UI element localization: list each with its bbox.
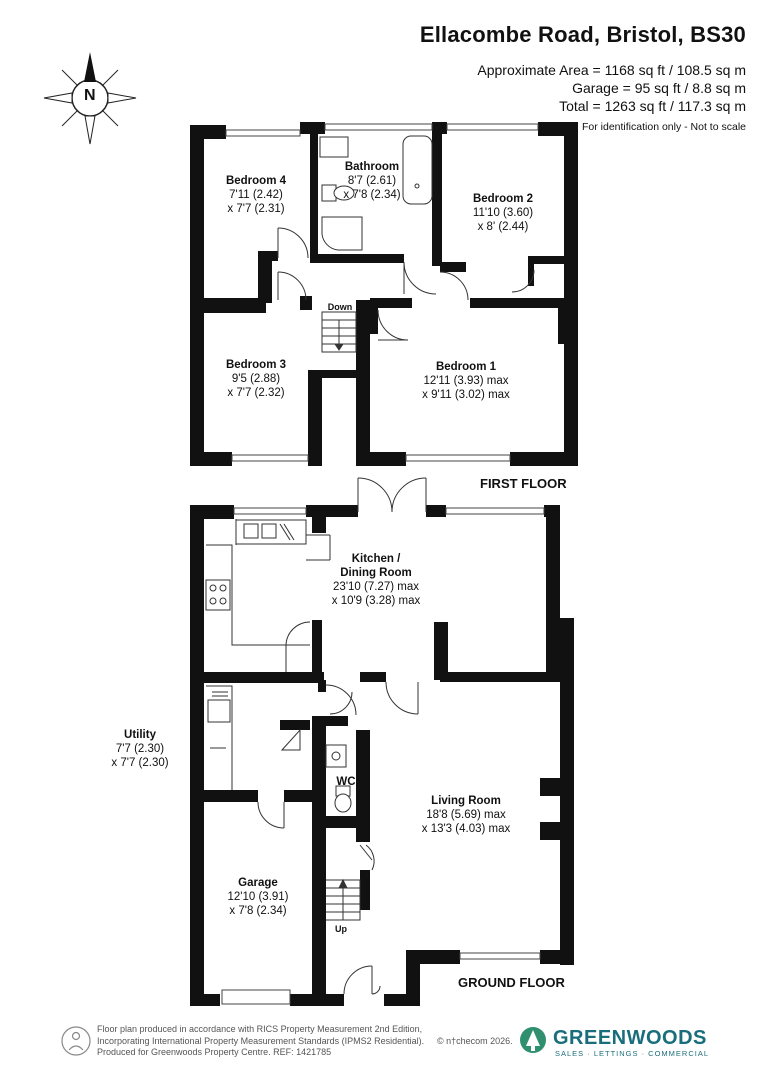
room-name: Kitchen / (351, 553, 401, 565)
stairs-up-label: Up (335, 924, 347, 934)
kitchen-french-doors (357, 477, 427, 513)
room-name: Bedroom 3 (225, 359, 287, 371)
compass-north-label: N (84, 87, 96, 104)
first-floor-stairs (321, 311, 357, 353)
room-name: Garage (238, 877, 278, 889)
ground-floor-windows (221, 507, 545, 1005)
ground-floor-label: GROUND FLOOR (458, 975, 565, 990)
room-name: WC (336, 776, 356, 788)
stairs-down-label: Down (327, 302, 353, 312)
room-dimension: x 13'3 (4.03) max (421, 823, 511, 835)
brand-name: GREENWOODS (553, 1027, 707, 1049)
first-floor-doors (277, 227, 535, 341)
identification-note: For identification only - Not to scale (582, 121, 746, 133)
room-bedroom-4: Bedroom 4 7'11 (2.42) x 7'7 (2.31) (226, 174, 286, 216)
wc-fixtures (325, 744, 352, 813)
room-dimension: x 10'9 (3.28) max (331, 595, 421, 607)
ground-floor-walls (190, 505, 574, 1006)
room-dimension: 7'11 (2.42) (229, 189, 283, 201)
first-floor-walls (190, 122, 578, 466)
room-bathroom: Bathroom 8'7 (2.61) x 7'8 (2.34) (343, 160, 400, 202)
bathroom-fixtures (319, 135, 433, 251)
room-name: Bedroom 4 (225, 175, 287, 187)
room-name: Bathroom (344, 161, 400, 173)
room-dimension: 9'5 (2.88) (231, 373, 281, 385)
footer-line: Incorporating International Property Mea… (97, 1035, 425, 1046)
room-bedroom-3: Bedroom 3 9'5 (2.88) x 7'7 (2.32) (226, 358, 286, 400)
room-dimension: 7'7 (2.30) (115, 743, 165, 755)
room-name: Living Room (431, 795, 501, 807)
area-total: Total = 1263 sq ft / 117.3 sq m (559, 98, 746, 114)
room-dimension: 23'10 (7.27) max (333, 581, 419, 593)
first-floor-windows (225, 123, 539, 462)
room-dimension: x 7'7 (2.31) (227, 203, 285, 215)
room-dimension: x 8' (2.44) (477, 221, 529, 233)
room-dimension: x 7'8 (2.34) (229, 905, 287, 917)
room-name: Dining Room (340, 567, 412, 579)
room-dimension: 12'11 (3.93) max (423, 375, 509, 387)
room-bedroom-2: Bedroom 2 11'10 (3.60) x 8' (2.44) (473, 192, 533, 234)
footer-line: Produced for Greenwoods Property Centre.… (97, 1047, 332, 1057)
area-garage: Garage = 95 sq ft / 8.8 sq m (572, 80, 746, 96)
room-dimension: 8'7 (2.61) (347, 175, 397, 187)
room-dimension: x 7'7 (2.30) (111, 757, 169, 769)
ground-floor-stairs (326, 844, 381, 995)
room-dimension: x 7'8 (2.34) (343, 189, 401, 201)
room-garage: Garage 12'10 (3.91) x 7'8 (2.34) (227, 876, 288, 918)
room-kitchen-dining: Kitchen / Dining Room 23'10 (7.27) max x… (332, 552, 421, 608)
compass-rose-icon (43, 52, 137, 145)
copyright-notice: © n†checom 2026. (437, 1036, 513, 1046)
first-floor-label: FIRST FLOOR (480, 476, 567, 491)
room-dimension: 18'8 (5.69) max (426, 809, 506, 821)
brand-tagline: SALES · LETTINGS · COMMERCIAL (555, 1049, 710, 1058)
room-dimension: 11'10 (3.60) (472, 207, 534, 219)
room-bedroom-1: Bedroom 1 12'11 (3.93) max x 9'11 (3.02)… (422, 360, 510, 402)
room-name: Bedroom 1 (435, 361, 497, 373)
area-approx: Approximate Area = 1168 sq ft / 108.5 sq… (477, 62, 746, 78)
room-dimension: x 7'7 (2.32) (227, 387, 285, 399)
room-dimension: x 9'11 (3.02) max (422, 389, 510, 401)
room-wc: WC (336, 775, 355, 789)
plan-title: Ellacombe Road, Bristol, BS30 (419, 22, 746, 47)
kitchen-fixtures (205, 519, 331, 672)
room-utility: Utility 7'7 (2.30) x 7'7 (2.30) (111, 728, 168, 770)
room-dimension: 12'10 (3.91) (227, 891, 289, 903)
utility-fixtures (206, 681, 419, 829)
room-living: Living Room 18'8 (5.69) max x 13'3 (4.03… (422, 794, 511, 836)
room-name: Bedroom 2 (472, 193, 534, 205)
footer-disclaimer: Floor plan produced in accordance with R… (97, 1024, 424, 1059)
footer-line: Floor plan produced in accordance with R… (97, 1024, 423, 1034)
room-name: Utility (124, 729, 156, 741)
